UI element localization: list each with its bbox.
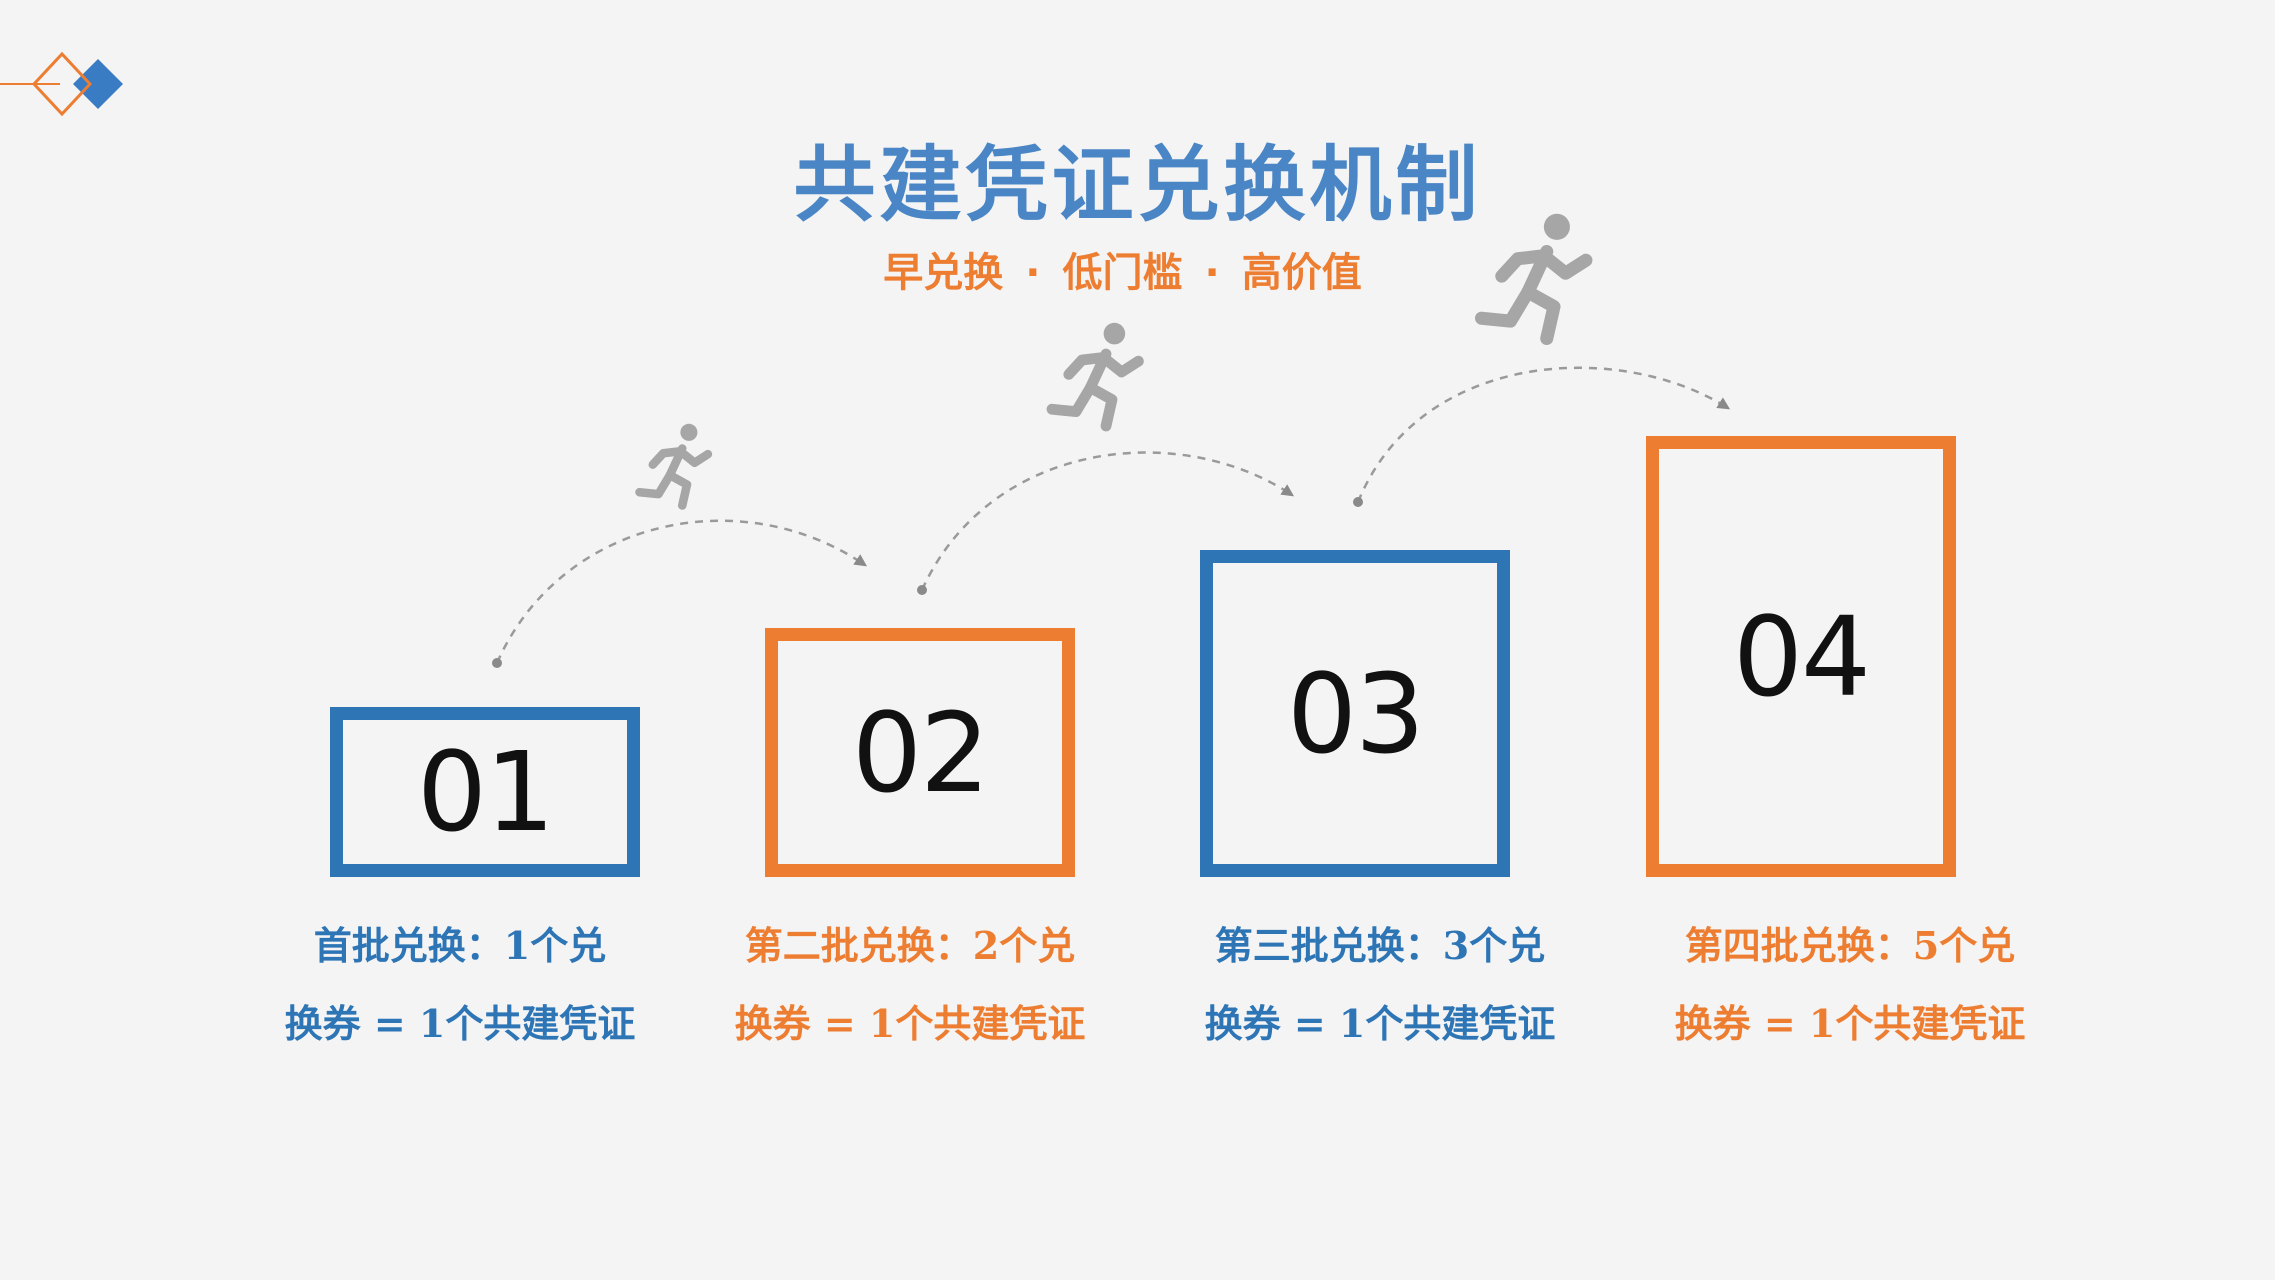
step-number: 02	[852, 688, 990, 817]
caption-line-1: 第三批兑换：3个兑	[1214, 923, 1546, 968]
caption-line-1: 第二批兑换：2个兑	[744, 923, 1076, 968]
connector-start-dot	[917, 585, 927, 595]
subtitle-separator: ·	[1025, 250, 1041, 296]
caption-line-2: 换券 = 1个共建凭证	[734, 1001, 1086, 1046]
step-number: 04	[1733, 592, 1871, 721]
page-title: 共建凭证兑换机制	[793, 138, 1482, 233]
connector-start-dot	[492, 658, 502, 668]
step-box-4: 04	[1646, 436, 1956, 877]
step-caption-4: 第四批兑换：5个兑 换券 = 1个共建凭证	[1630, 907, 2070, 1063]
step-caption-2: 第二批兑换：2个兑 换券 = 1个共建凭证	[690, 907, 1130, 1063]
step-box-2: 02	[765, 628, 1075, 877]
subtitle-item-low-threshold: 低门槛	[1062, 250, 1183, 296]
step-number: 01	[417, 728, 555, 856]
connector-arc-1	[495, 519, 868, 664]
step-caption-1: 首批兑换：1个兑 换券 = 1个共建凭证	[240, 907, 680, 1063]
diamond-logo-icon	[0, 51, 123, 117]
caption-line-1: 第四批兑换：5个兑	[1684, 923, 2016, 968]
running-person-icon	[1474, 213, 1593, 346]
step-caption-3: 第三批兑换：3个兑 换券 = 1个共建凭证	[1160, 907, 1600, 1063]
step-box-3: 03	[1200, 550, 1510, 877]
connector-arc-3	[1356, 366, 1731, 503]
caption-line-2: 换券 = 1个共建凭证	[1204, 1001, 1556, 1046]
subtitle-item-high-value: 高价值	[1241, 250, 1362, 296]
caption-line-2: 换券 = 1个共建凭证	[1674, 1001, 2026, 1046]
subtitle: 早兑换 · 低门槛 · 高价值	[0, 240, 2245, 298]
subtitle-separator: ·	[1204, 250, 1220, 296]
step-box-1: 01	[330, 707, 640, 877]
caption-line-1: 首批兑换：1个兑	[313, 923, 607, 968]
caption-line-2: 换券 = 1个共建凭证	[284, 1001, 636, 1046]
connector-arc-2	[920, 451, 1295, 591]
subtitle-item-early: 早兑换	[883, 250, 1004, 296]
step-number: 03	[1287, 649, 1425, 778]
running-person-icon	[635, 423, 713, 510]
connector-start-dot	[1353, 497, 1363, 507]
running-person-icon	[1046, 322, 1144, 432]
